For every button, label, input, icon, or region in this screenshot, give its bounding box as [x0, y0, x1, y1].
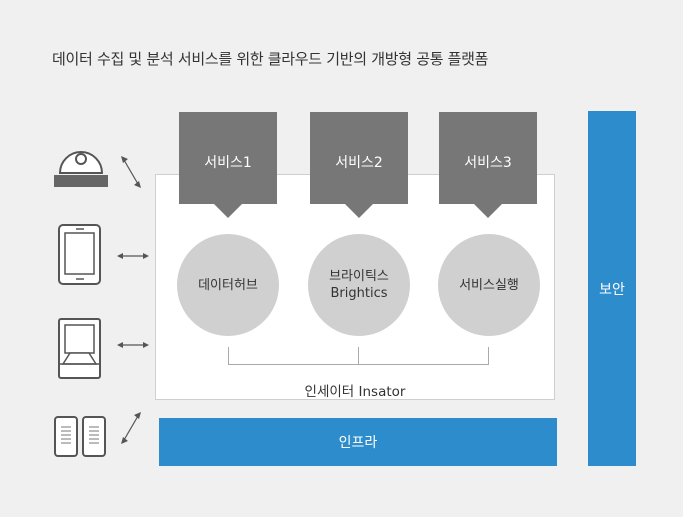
module-sublabel: Brightics [330, 286, 388, 301]
page-title: 데이터 수집 및 분석 서비스를 위한 클라우드 기반의 개방형 공통 플랫폼 [52, 50, 489, 68]
down-arrow-icon [474, 204, 502, 218]
connection-arrow-icon [117, 342, 149, 348]
down-arrow-icon [214, 204, 242, 218]
infra-bar: 인프라 [159, 418, 557, 466]
connection-arrow-icon [117, 253, 149, 259]
service-box-3: 서비스3 [439, 112, 537, 204]
module-brightics: 브라이틱스 Brightics [308, 234, 410, 336]
tablet-icon [58, 224, 101, 285]
down-arrow-icon [345, 204, 373, 218]
service-label: 서비스2 [335, 155, 383, 171]
module-data-hub: 데이터허브 [177, 234, 279, 336]
infra-label: 인프라 [338, 435, 378, 451]
module-label: 브라이틱스 [329, 269, 389, 284]
service-box-2: 서비스2 [310, 112, 408, 204]
module-service-execution: 서비스실행 [438, 234, 540, 336]
connection-arrow-icon [121, 412, 141, 444]
connection-arrow-icon [121, 156, 141, 188]
smartphones-icon [54, 416, 106, 457]
bracket-tick [488, 347, 489, 365]
platform-label: 인세이터 Insator [304, 384, 406, 400]
module-label: 데이터허브 [198, 277, 258, 293]
security-bar: 보안 [588, 111, 636, 466]
service-label: 서비스1 [204, 155, 252, 171]
security-label: 보안 [599, 281, 625, 298]
service-label: 서비스3 [464, 155, 512, 171]
bracket-tick [228, 347, 229, 365]
cctv-camera-icon [54, 151, 108, 187]
module-label: 서비스실행 [459, 277, 519, 293]
kiosk-icon [58, 318, 101, 379]
bracket-tick [358, 347, 359, 365]
service-box-1: 서비스1 [179, 112, 277, 204]
